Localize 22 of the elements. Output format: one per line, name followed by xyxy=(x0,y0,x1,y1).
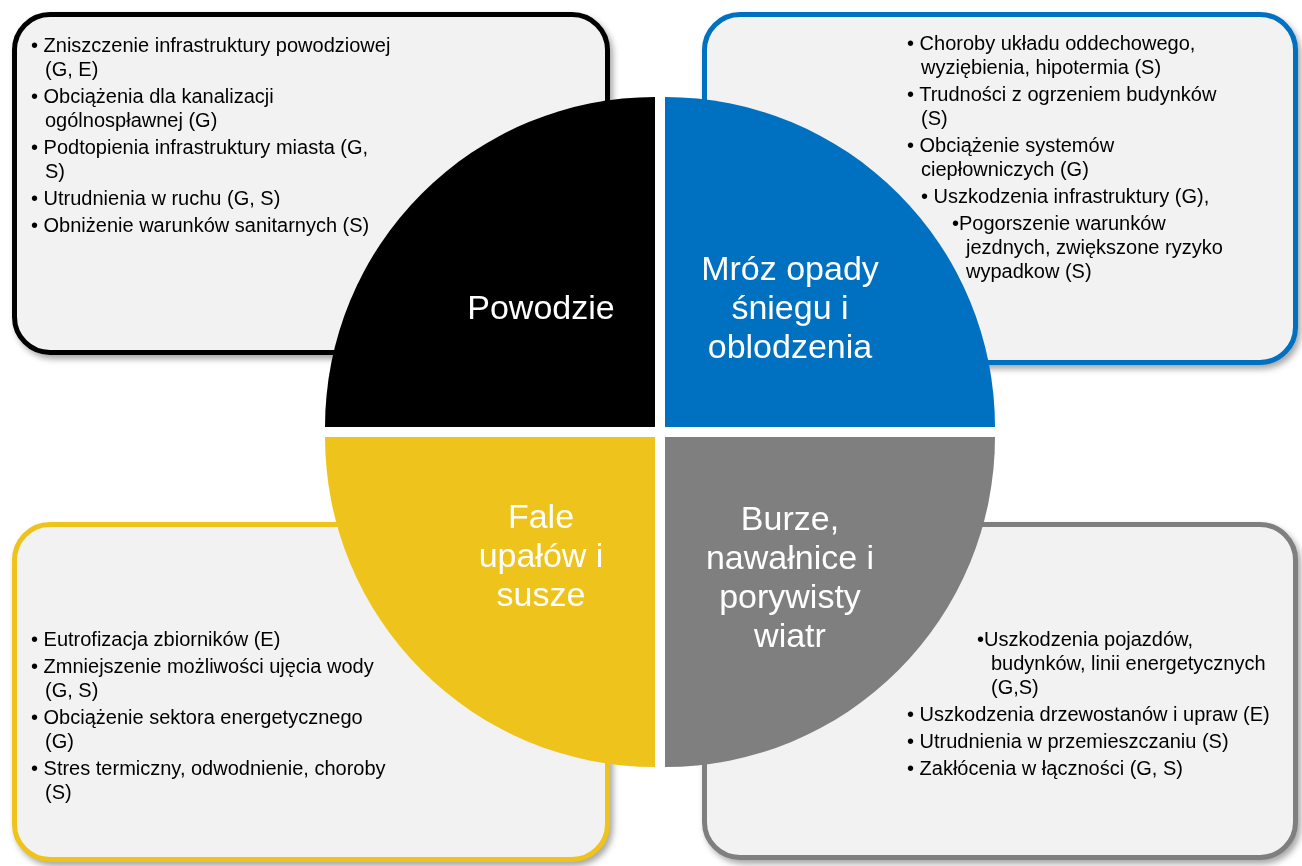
bullet-point: • Choroby układu oddechowego, wyziębienia, hipotermia (S) xyxy=(907,31,1197,79)
bullet-point: • Stres termiczny, odwodnienie, choroby (S) xyxy=(31,756,386,804)
bullet-point: • Zniszczenie infrastruktury powodziowej (G, E) xyxy=(31,33,391,81)
bullet-point: •Pogorszenie warunków jezdnych, zwiększone ryzyko wypadkow (S) xyxy=(952,211,1224,283)
hazard-title: Powodzie xyxy=(466,287,616,327)
bullet-point: • Eutrofizacja zbiorników (E) xyxy=(31,627,282,651)
bullet-point: • Trudności z ogrzeniem budynków (S) xyxy=(907,82,1218,130)
hazard-title: Fale upałów i susze xyxy=(477,496,605,614)
bullet-point: • Obniżenie warunków sanitarnych (S) xyxy=(31,213,371,237)
bullet-point: • Utrudnienia w ruchu (G, S) xyxy=(31,186,282,210)
bullet-point: • Obciążenie systemów ciepłowniczych (G) xyxy=(907,133,1116,181)
bullet-point: • Podtopienia infrastruktury miasta (G, S) xyxy=(31,135,370,183)
bullet-point: • Obciążenia dla kanalizacji ogólnospławnej (G) xyxy=(31,84,275,132)
bullet-point: • Utrudnienia w przemieszczaniu (S) xyxy=(907,729,1230,753)
hazard-title: Burze, nawałnice i porywisty wiatr xyxy=(704,499,876,655)
bullet-point: • Uszkodzenia infrastruktury (G), xyxy=(921,184,1211,208)
bullet-point: • Uszkodzenia drzewostanów i upraw (E) xyxy=(907,702,1271,726)
bullet-point: • Zakłócenia w łączności (G, S) xyxy=(907,756,1184,780)
bullet-point: • Zmniejszenie możliwości ujęcia wody (G, S) xyxy=(31,654,375,702)
hazard-title: Mróz opady śniegu i oblodzenia xyxy=(700,248,880,366)
bullet-point: •Uszkodzenia pojazdów, budynków, linii energetycznych (G,S) xyxy=(977,627,1267,699)
bullet-point: • Obciążenie sektora energetycznego (G) xyxy=(31,705,364,753)
